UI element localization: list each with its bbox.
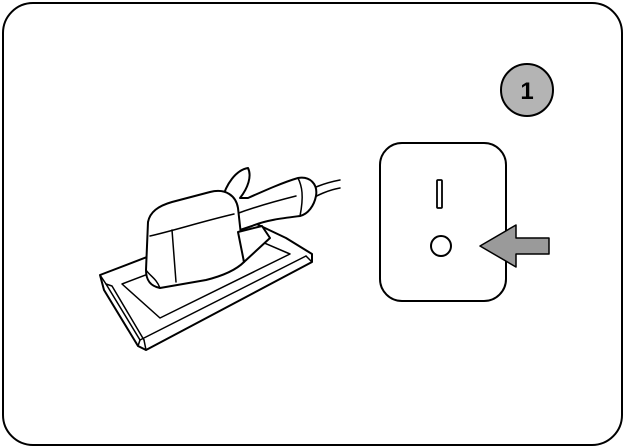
step-badge: 1 — [500, 63, 554, 117]
sander-icon — [99, 167, 341, 351]
step-number: 1 — [520, 78, 533, 105]
switch-on-mark — [436, 179, 443, 209]
switch-off-mark — [430, 235, 452, 257]
step-badge-circle — [500, 63, 554, 117]
switch-plate — [379, 142, 507, 302]
power-switch-icon — [379, 142, 507, 302]
arrow-left-icon — [479, 224, 550, 268]
